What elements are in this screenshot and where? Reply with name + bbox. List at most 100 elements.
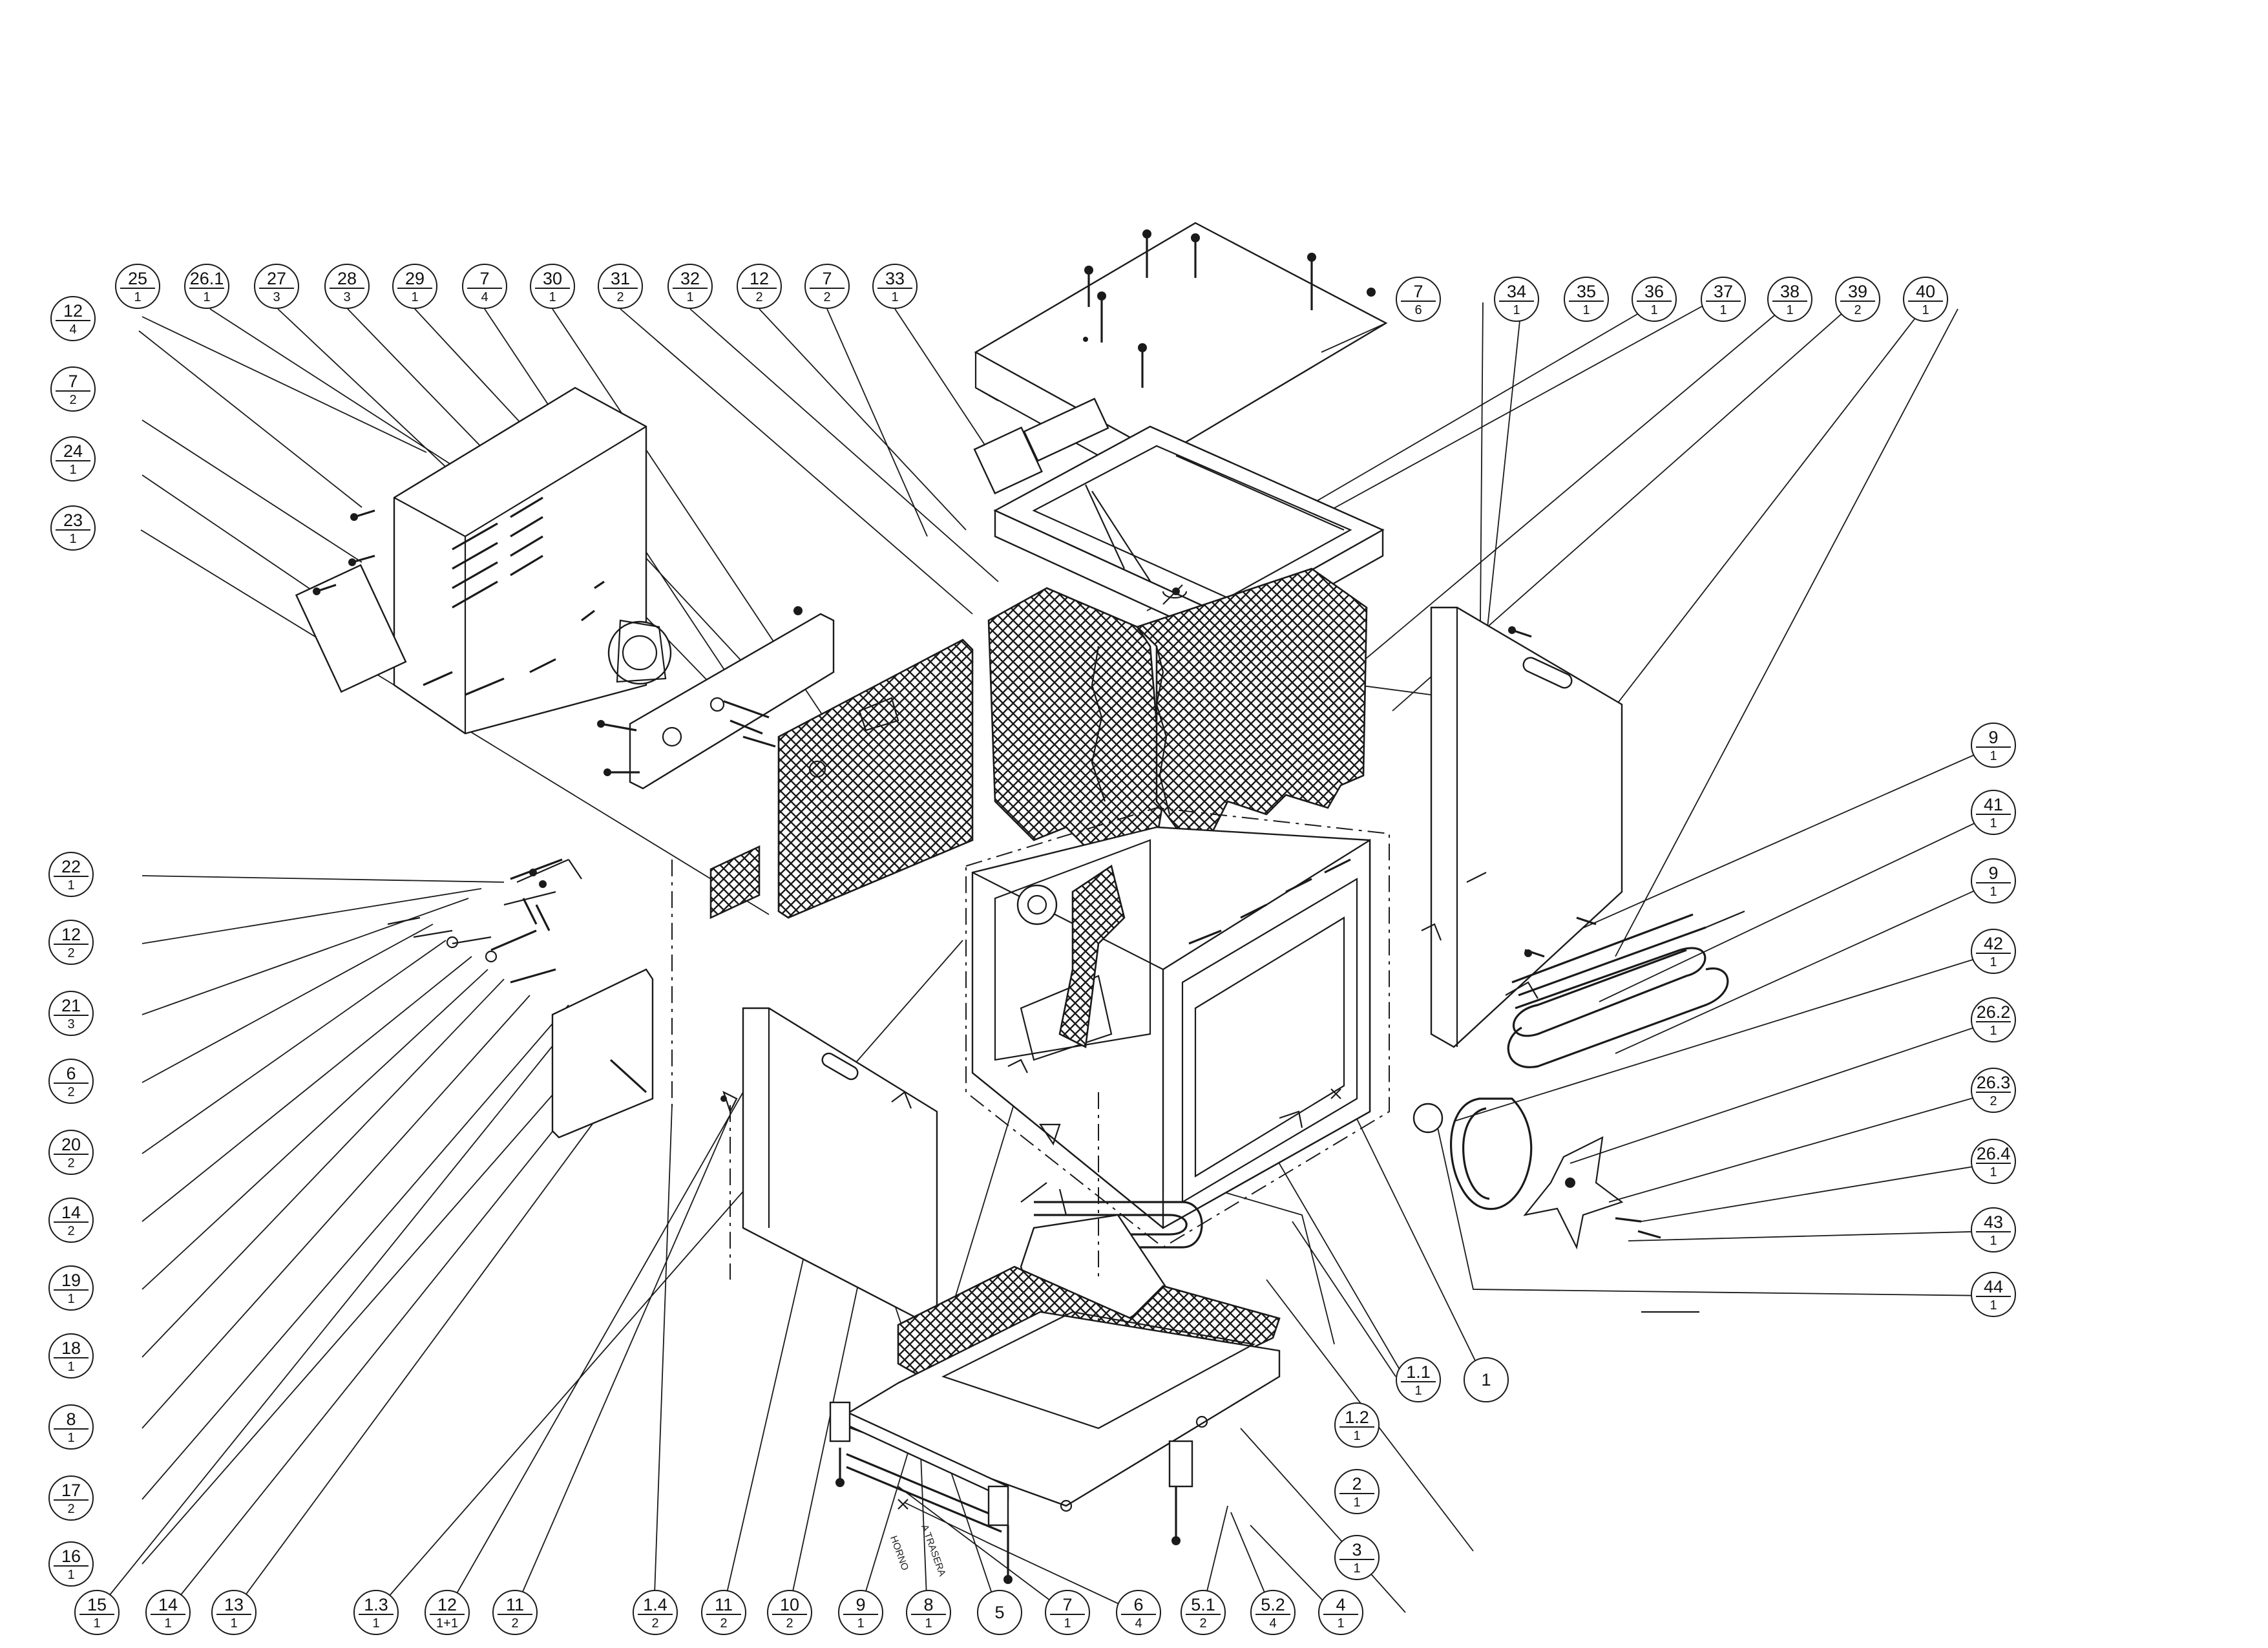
callout-quantity: 1 bbox=[1990, 1234, 1997, 1248]
callout-number: 26.1 bbox=[189, 269, 224, 288]
callout-number: 29 bbox=[404, 269, 425, 288]
callout-number: 9 bbox=[1988, 863, 1999, 883]
callout-quantity: 2 bbox=[823, 290, 831, 304]
callout-quantity: 1 bbox=[1353, 1495, 1361, 1510]
callout-number: 36 bbox=[1644, 282, 1664, 301]
callout-number: 27 bbox=[266, 269, 287, 288]
callout-number: 8 bbox=[66, 1410, 76, 1429]
callout-quantity: 4 bbox=[1135, 1616, 1142, 1631]
callout-quantity: 1 bbox=[230, 1616, 238, 1631]
callout-quantity: 2 bbox=[651, 1616, 659, 1631]
callout-number: 14 bbox=[61, 1203, 81, 1222]
callout-number: 33 bbox=[885, 269, 905, 288]
callout-quantity: 1 bbox=[1353, 1561, 1361, 1576]
callout-quantity: 1 bbox=[857, 1616, 865, 1631]
callout-number: 26.2 bbox=[1976, 1002, 2011, 1022]
callout-quantity: 6 bbox=[1414, 303, 1422, 317]
callout-quantity: 2 bbox=[616, 290, 624, 304]
callout-number: 38 bbox=[1780, 282, 1800, 301]
cavity-slots bbox=[1188, 858, 1351, 945]
callout-quantity: 2 bbox=[1990, 1094, 1997, 1108]
callout-number: 41 bbox=[1983, 795, 2004, 814]
oven-cavity bbox=[965, 807, 1390, 1249]
left-insulation-panel bbox=[709, 639, 974, 920]
callout-number: 7 bbox=[1062, 1595, 1073, 1614]
callout-number: 13 bbox=[224, 1595, 244, 1614]
callout-quantity: 1 bbox=[1990, 955, 1997, 969]
callout-number: 5.1 bbox=[1191, 1595, 1215, 1614]
base-plate-assembly bbox=[829, 1088, 1341, 1584]
callout-number: 5 bbox=[994, 1603, 1005, 1622]
callout-number: 22 bbox=[61, 857, 81, 876]
callout-number: 2 bbox=[1352, 1474, 1362, 1494]
callout-quantity: 1 bbox=[549, 290, 556, 304]
callout-number: 4 bbox=[1336, 1595, 1346, 1614]
fan-element-assembly bbox=[1412, 1097, 1699, 1313]
callout-quantity: 2 bbox=[511, 1616, 519, 1631]
callout-quantity: 1 bbox=[1353, 1429, 1361, 1443]
callout-quantity: 4 bbox=[1269, 1616, 1277, 1631]
callout-quantity: 1 bbox=[1064, 1616, 1071, 1631]
callout-number: 7 bbox=[68, 372, 78, 391]
callout-number: 37 bbox=[1713, 282, 1734, 301]
callout-number: 12 bbox=[749, 269, 770, 288]
callout-number: 12 bbox=[61, 925, 81, 944]
callout-quantity: 1 bbox=[164, 1616, 172, 1631]
callout-quantity: 1 bbox=[67, 1292, 75, 1306]
callout-number: 34 bbox=[1506, 282, 1527, 301]
callout-number: 6 bbox=[1133, 1595, 1144, 1614]
callout-number: 32 bbox=[680, 269, 700, 288]
callout-quantity: 1 bbox=[891, 290, 899, 304]
callout-quantity: 1 bbox=[372, 1616, 380, 1631]
callout-quantity: 2 bbox=[67, 1502, 75, 1516]
control-panel-bracket bbox=[387, 858, 731, 1280]
callout-number: 7 bbox=[479, 269, 490, 288]
callout-number: 44 bbox=[1983, 1277, 2004, 1296]
callout-number: 43 bbox=[1983, 1212, 2004, 1232]
callout-number: 20 bbox=[61, 1135, 81, 1154]
callout-quantity: 1 bbox=[203, 290, 211, 304]
callout-number: 40 bbox=[1915, 282, 1936, 301]
callout-quantity: 1 bbox=[69, 532, 77, 546]
callout-number: 1.2 bbox=[1345, 1408, 1369, 1427]
callout-number: 7 bbox=[822, 269, 832, 288]
callout-number: 12 bbox=[437, 1595, 457, 1614]
callout-quantity: 1 bbox=[1650, 303, 1658, 317]
left-side-panel bbox=[742, 1007, 938, 1320]
callout-quantity: 1 bbox=[1990, 1024, 1997, 1038]
callout-quantity: 1 bbox=[1990, 816, 1997, 830]
